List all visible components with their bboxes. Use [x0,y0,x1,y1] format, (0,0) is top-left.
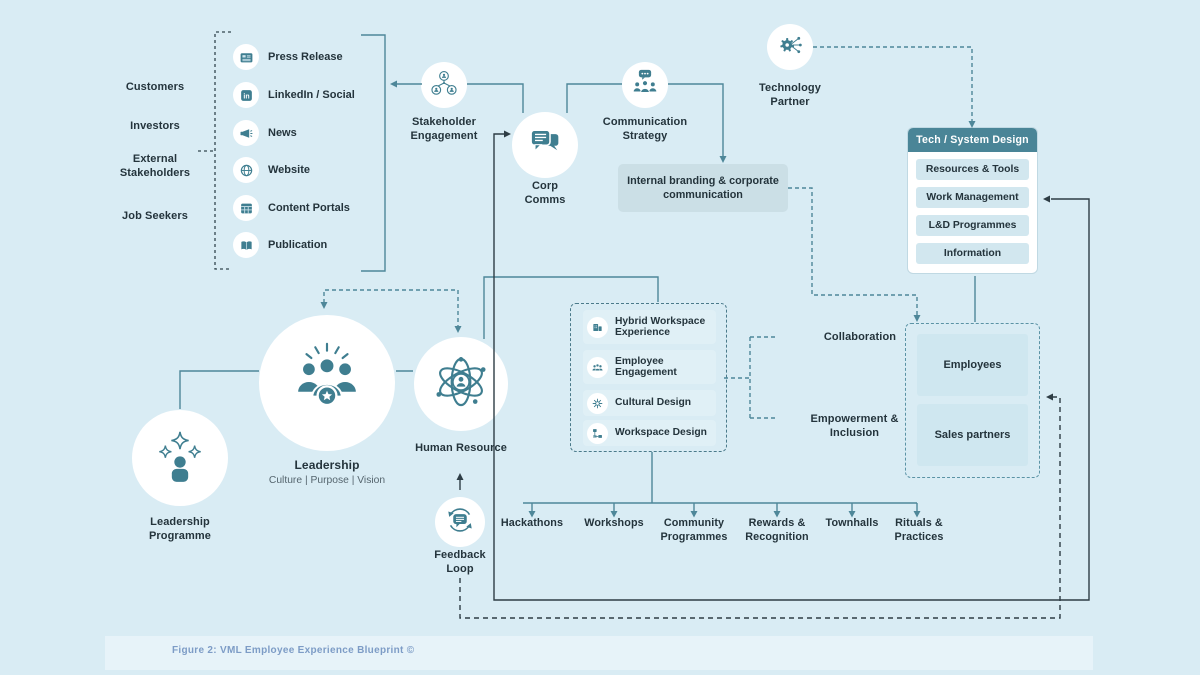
tech-item-information: Information [916,243,1029,264]
stakeholder-engagement-node [421,62,467,108]
svg-text:in: in [243,93,249,100]
pillar-item: Workspace Design [583,420,716,446]
channel-label: LinkedIn / Social [268,89,355,101]
leadership-label: Leadership [294,458,360,472]
team-chat-icon [629,67,661,104]
channel-item: Content Portals [233,195,350,221]
channel-label: Publication [268,239,328,251]
activity-workshops: Workshops [584,517,644,529]
human-resource-label: Human Resource [415,442,507,454]
network-people-icon [428,67,460,104]
internal-branding-box: Internal branding & corporate communicat… [618,164,788,212]
leadership-programme-label: Leadership Programme [148,516,212,542]
chat-bubbles-icon [525,123,565,168]
stakeholder-label-customers: Customers [125,81,185,93]
empowerment-inclusion-label: Empowerment & Inclusion [810,413,899,439]
newspaper-icon [233,44,259,70]
channel-item: in LinkedIn / Social [233,82,355,108]
pillar-label: Employee Engagement [615,355,677,379]
megaphone-icon [233,120,259,146]
branding-audience-dashed [788,187,918,315]
grid-icon [233,195,259,221]
gear-network-icon [774,29,806,66]
activity-community-programmes: Community Programmes [660,517,728,543]
channel-item: Press Release [233,44,343,70]
pillar-item: Cultural Design [583,390,716,416]
activity-rituals-practices: Rituals & Practices [894,517,944,543]
channel-label: News [268,127,297,139]
channel-label: Content Portals [268,202,350,214]
leadership-node [259,315,395,451]
building-icon [587,316,608,338]
pillar-item: Hybrid Workspace Experience [583,310,716,344]
communication-strategy-node [622,62,668,108]
stakeholder-label-jobseekers: Job Seekers [122,210,188,222]
team-star-icon [283,337,371,430]
feedback-loop-node [435,497,485,547]
stakeholder-label-external: External Stakeholders [119,153,191,179]
channel-label: Press Release [268,51,343,63]
collaboration-label: Collaboration [823,331,897,343]
corp-comms-node [512,112,578,178]
pillar-label: Workspace Design [615,427,707,439]
tech-item-resources: Resources & Tools [916,159,1029,180]
linkedin-icon: in [233,82,259,108]
book-icon [233,232,259,258]
channel-item: Website [233,157,310,183]
activity-hackathons: Hackathons [500,517,564,529]
workspace-icon [587,422,608,444]
tech-system-design-box: Tech / System Design Resources & Tools W… [908,128,1037,273]
atom-person-icon [429,350,493,419]
people-icon [587,356,608,378]
audiences-box: Employees Sales partners [905,323,1040,478]
internal-branding-label: Internal branding & corporate communicat… [627,175,779,201]
tech-system-design-header: Tech / System Design [908,128,1037,152]
pillar-label: Cultural Design [615,397,692,409]
audience-sales-partners: Sales partners [917,404,1028,466]
stakeholder-label-investors: Investors [130,120,180,132]
globe-icon [233,157,259,183]
channels-dashed-bracket [214,31,231,270]
experience-pillars-box: Hybrid Workspace Experience Employee Eng… [570,303,727,452]
culture-icon [587,392,608,414]
technology-partner-node [767,24,813,70]
audience-employees: Employees [917,334,1028,396]
tech-item-work-management: Work Management [916,187,1029,208]
stakeholder-engagement-label: Stakeholder Engagement [410,116,478,142]
tech-item-ld-programmes: L&D Programmes [916,215,1029,236]
feedback-chat-icon [442,502,478,543]
caption-strip [105,636,1093,670]
pillar-label: Hybrid Workspace Experience [615,315,706,339]
channel-label: Website [268,164,310,176]
feedback-loop-label: Feedback Loop [434,549,486,575]
pillar-item: Employee Engagement [583,350,716,384]
channels-bracket [361,34,386,272]
technology-partner-label: Technology Partner [759,82,821,108]
human-resource-node [414,337,508,431]
sparkle-person-icon [149,425,211,492]
leadership-sublabel: Culture | Purpose | Vision [268,475,386,486]
communication-strategy-label: Communication Strategy [602,116,688,142]
corp-comms-label: Corp Comms [524,180,566,206]
leadership-programme-node [132,410,228,506]
channel-item: News [233,120,297,146]
channel-item: Publication [233,232,327,258]
figure-caption: Figure 2: VML Employee Experience Bluepr… [172,645,415,656]
